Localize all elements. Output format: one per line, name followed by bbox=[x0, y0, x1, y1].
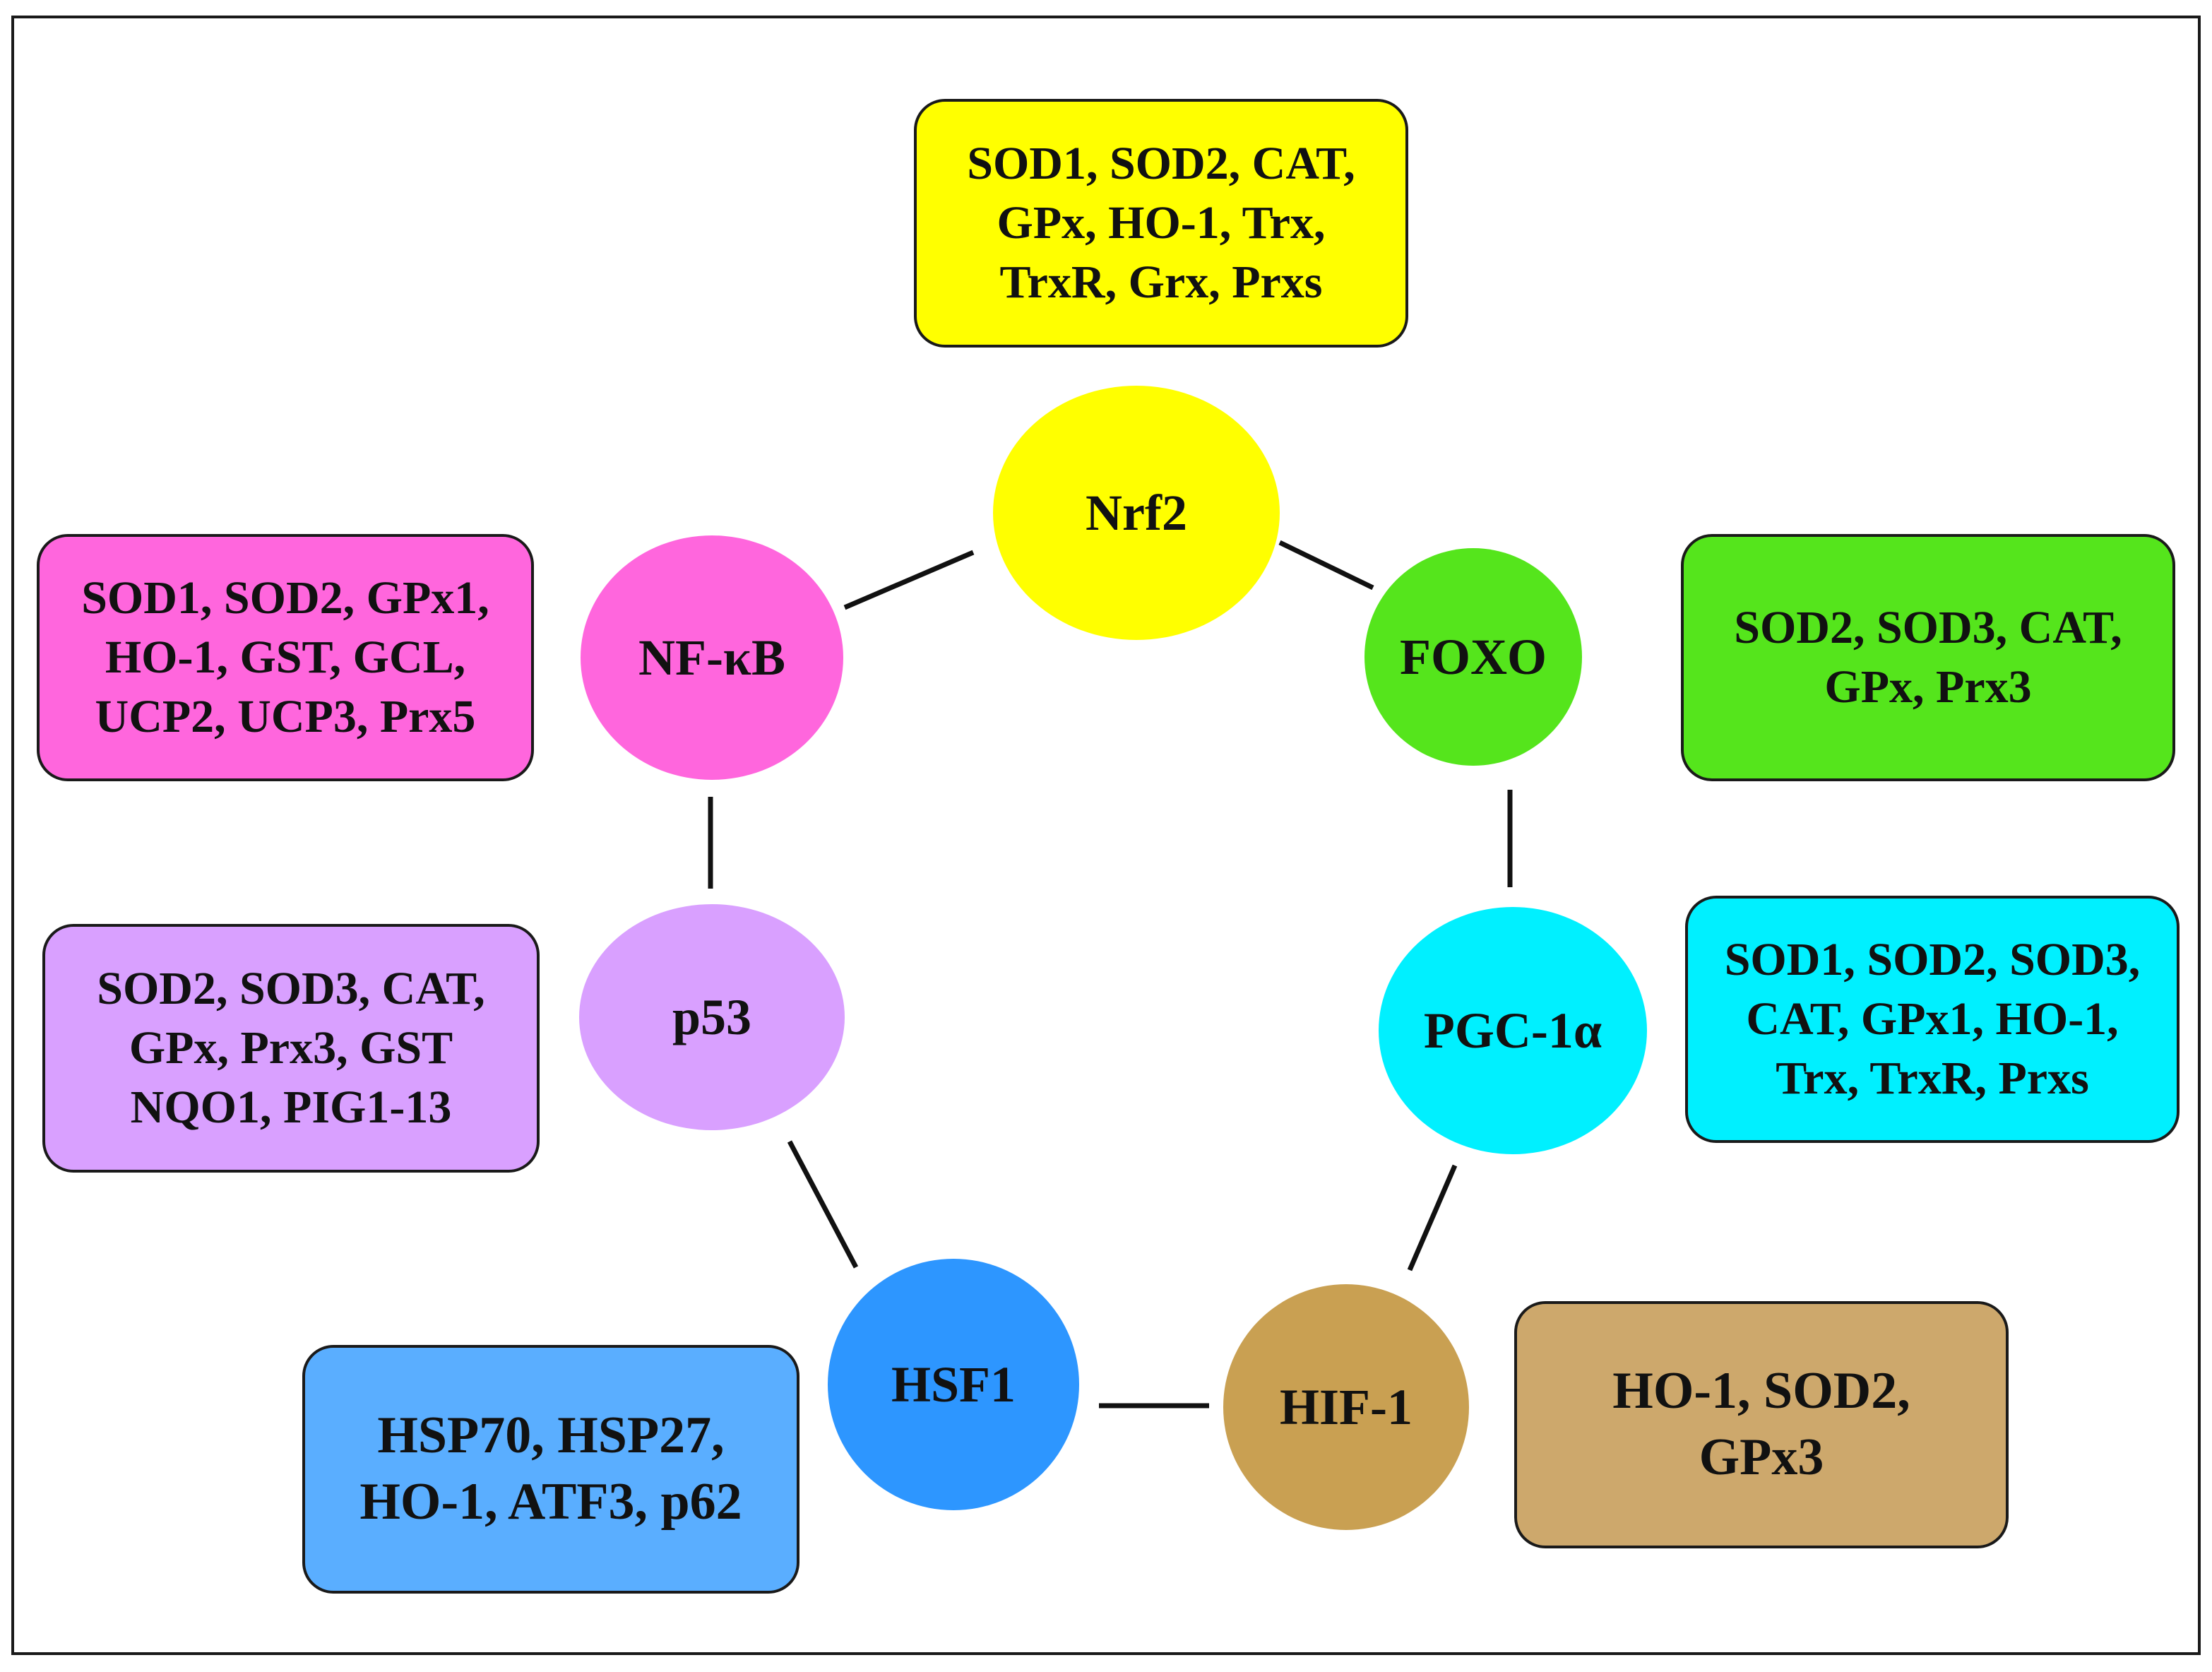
node-hif1-label: HIF-1 bbox=[1280, 1379, 1413, 1435]
gene-box-nrf2-line-3: TrxR, Grx, Prxs bbox=[999, 256, 1323, 308]
gene-box-p53-line-3: NQO1, PIG1-13 bbox=[130, 1081, 452, 1133]
node-p53-label: p53 bbox=[672, 989, 752, 1045]
gene-box-nfkb-line-3: UCP2, UCP3, Prx5 bbox=[95, 690, 476, 742]
gene-box-pgc1a-line-2: CAT, GPx1, HO-1, bbox=[1746, 993, 2119, 1045]
gene-box-nfkb-line-1: SOD1, SOD2, GPx1, bbox=[81, 572, 489, 624]
gene-box-hif1-line-2: GPx3 bbox=[1699, 1428, 1824, 1486]
node-hsf1-label: HSF1 bbox=[891, 1356, 1016, 1413]
gene-box-nrf2-line-2: GPx, HO-1, Trx, bbox=[997, 197, 1326, 249]
gene-box-nrf2: SOD1, SOD2, CAT, GPx, HO-1, Trx, TrxR, G… bbox=[914, 99, 1408, 348]
node-hif1: HIF-1 bbox=[1223, 1284, 1469, 1530]
gene-box-p53-line-2: GPx, Prx3, GST bbox=[129, 1022, 453, 1074]
gene-box-hif1: HO-1, SOD2, GPx3 bbox=[1514, 1301, 2009, 1548]
gene-box-p53-line-1: SOD2, SOD3, CAT, bbox=[97, 963, 485, 1015]
gene-box-foxo-line-2: GPx, Prx3 bbox=[1824, 661, 2032, 713]
gene-box-hif1-line-1: HO-1, SOD2, bbox=[1612, 1362, 1910, 1421]
connector-nrf2-foxo bbox=[1278, 540, 1374, 591]
node-pgc1a: PGC-1α bbox=[1379, 907, 1647, 1154]
node-nfkb-label: NF-κB bbox=[638, 629, 785, 686]
gene-box-hsf1-line-1: HSP70, HSP27, bbox=[377, 1406, 725, 1465]
gene-box-pgc1a-line-1: SOD1, SOD2, SOD3, bbox=[1724, 934, 2141, 986]
gene-box-pgc1a: SOD1, SOD2, SOD3, CAT, GPx1, HO-1, Trx, … bbox=[1685, 896, 2180, 1143]
node-nfkb: NF-κB bbox=[581, 535, 843, 780]
gene-box-foxo-line-1: SOD2, SOD3, CAT, bbox=[1734, 602, 2122, 654]
node-foxo: FOXO bbox=[1364, 548, 1582, 766]
node-p53: p53 bbox=[579, 904, 845, 1130]
gene-box-hsf1: HSP70, HSP27, HO-1, ATF3, p62 bbox=[302, 1345, 799, 1594]
node-foxo-label: FOXO bbox=[1400, 629, 1547, 685]
gene-box-pgc1a-line-3: Trx, TrxR, Prxs bbox=[1776, 1052, 2089, 1104]
gene-box-foxo: SOD2, SOD3, CAT, GPx, Prx3 bbox=[1681, 534, 2175, 781]
node-nrf2: Nrf2 bbox=[993, 386, 1280, 640]
connector-pgc1a-hif1 bbox=[1407, 1164, 1458, 1271]
node-pgc1a-label: PGC-1α bbox=[1423, 1002, 1602, 1059]
connector-p53-hsf1 bbox=[787, 1140, 859, 1269]
gene-box-hsf1-line-2: HO-1, ATF3, p62 bbox=[359, 1473, 742, 1531]
gene-box-nrf2-line-1: SOD1, SOD2, CAT, bbox=[967, 138, 1355, 190]
node-hsf1: HSF1 bbox=[828, 1259, 1079, 1510]
gene-box-p53: SOD2, SOD3, CAT, GPx, Prx3, GST NQO1, PI… bbox=[42, 924, 540, 1173]
connector-nfkb-nrf2 bbox=[843, 550, 975, 610]
node-nrf2-label: Nrf2 bbox=[1086, 485, 1187, 541]
gene-box-nfkb: SOD1, SOD2, GPx1, HO-1, GST, GCL, UCP2, … bbox=[37, 534, 534, 781]
gene-box-nfkb-line-2: HO-1, GST, GCL, bbox=[105, 632, 466, 684]
